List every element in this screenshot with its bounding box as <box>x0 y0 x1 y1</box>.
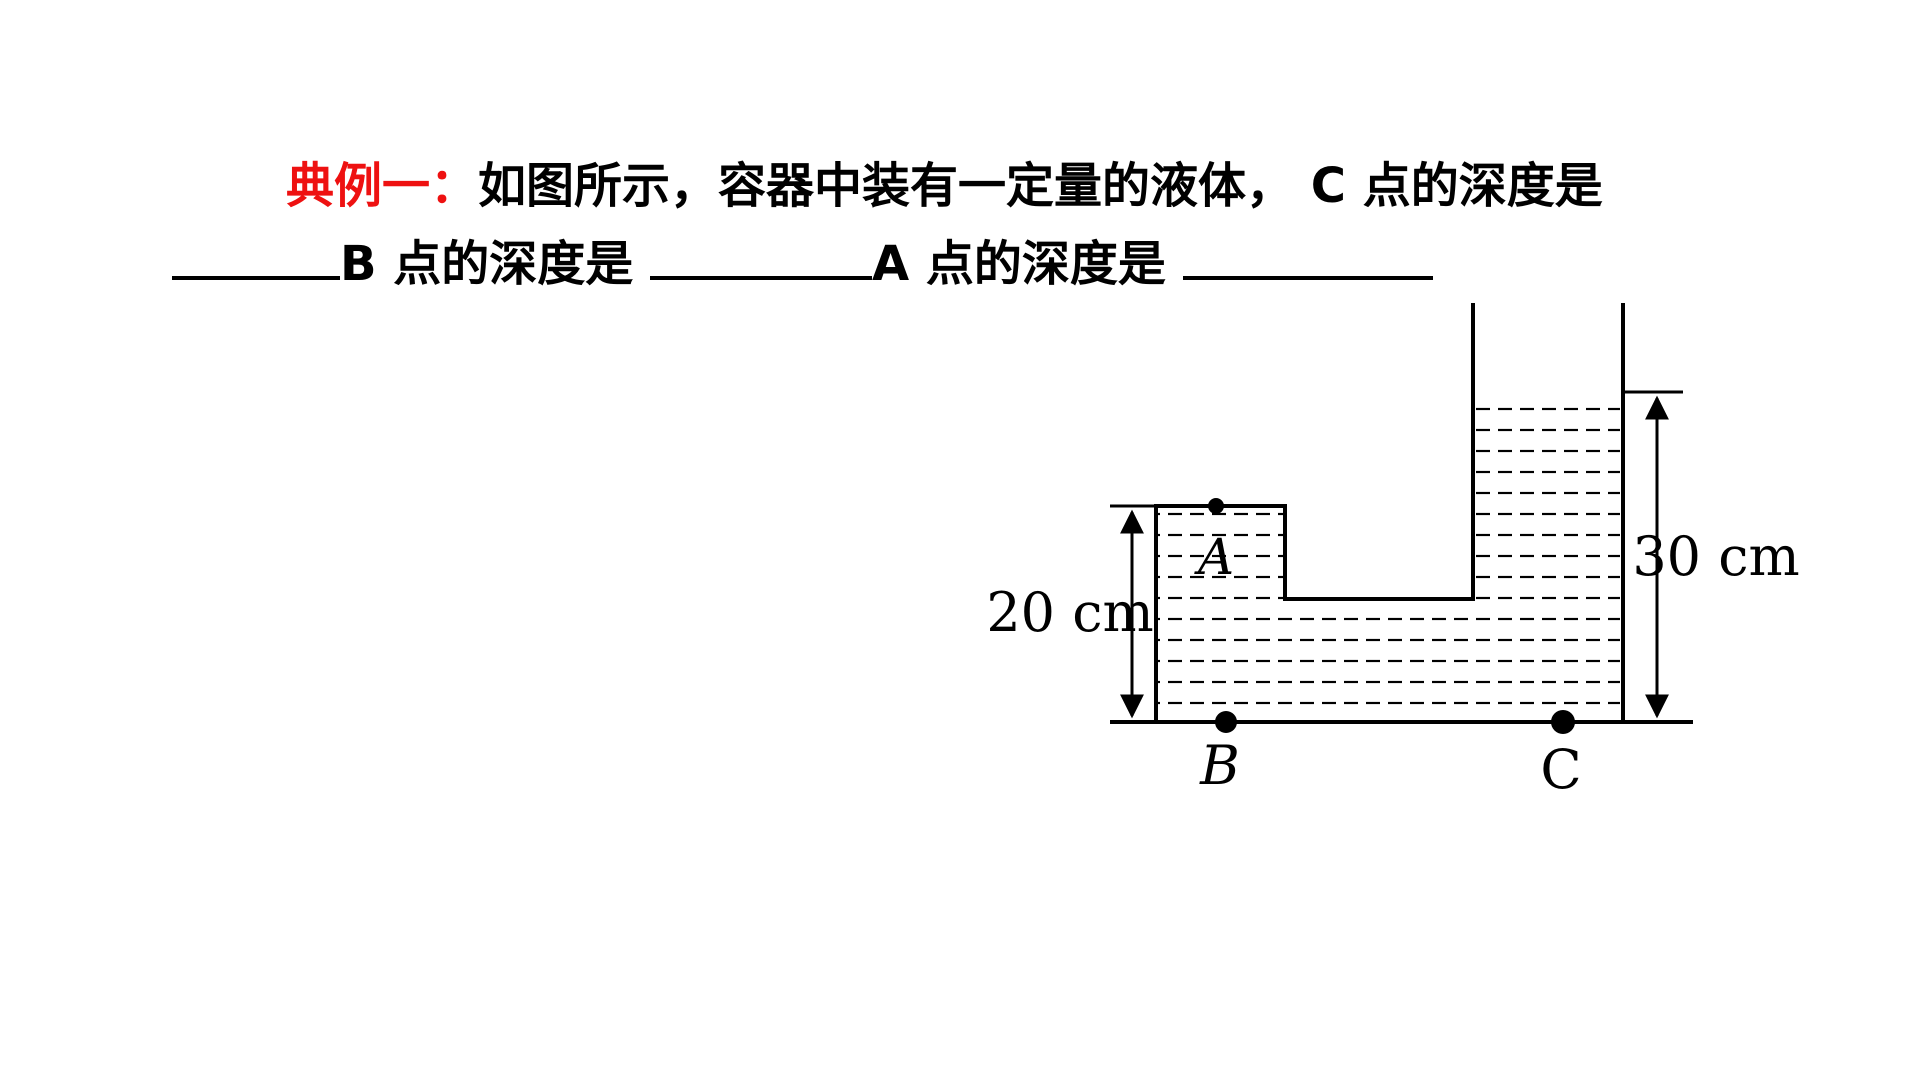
example-label: 典例一： <box>286 158 479 214</box>
point-c-dot <box>1551 710 1575 734</box>
point-b-dot <box>1215 711 1237 733</box>
liquid <box>1156 392 1620 720</box>
container-wall <box>1154 303 1475 722</box>
question-line-2: B 点的深度是 A 点的深度是 <box>172 222 1433 297</box>
a-depth-prompt: A 点的深度是 <box>872 236 1166 292</box>
point-c-label: C <box>1540 738 1581 801</box>
right-height-label: 30 cm <box>1632 525 1799 588</box>
question-line-1: 典例一：如图所示，容器中装有一定量的液体， C 点的深度是 <box>286 153 1603 219</box>
left-height-label: 20 cm <box>986 581 1153 644</box>
point-a-label: A <box>1194 528 1234 586</box>
point-b-label: B <box>1199 734 1240 797</box>
c-depth-blank[interactable] <box>172 222 340 280</box>
question-text-1: 如图所示，容器中装有一定量的液体， <box>478 158 1295 214</box>
a-depth-blank[interactable] <box>1182 222 1433 280</box>
c-depth-prompt: C 点的深度是 <box>1310 158 1603 214</box>
point-a-dot <box>1208 498 1224 514</box>
b-depth-prompt: B 点的深度是 <box>340 236 634 292</box>
b-depth-blank[interactable] <box>650 222 873 280</box>
